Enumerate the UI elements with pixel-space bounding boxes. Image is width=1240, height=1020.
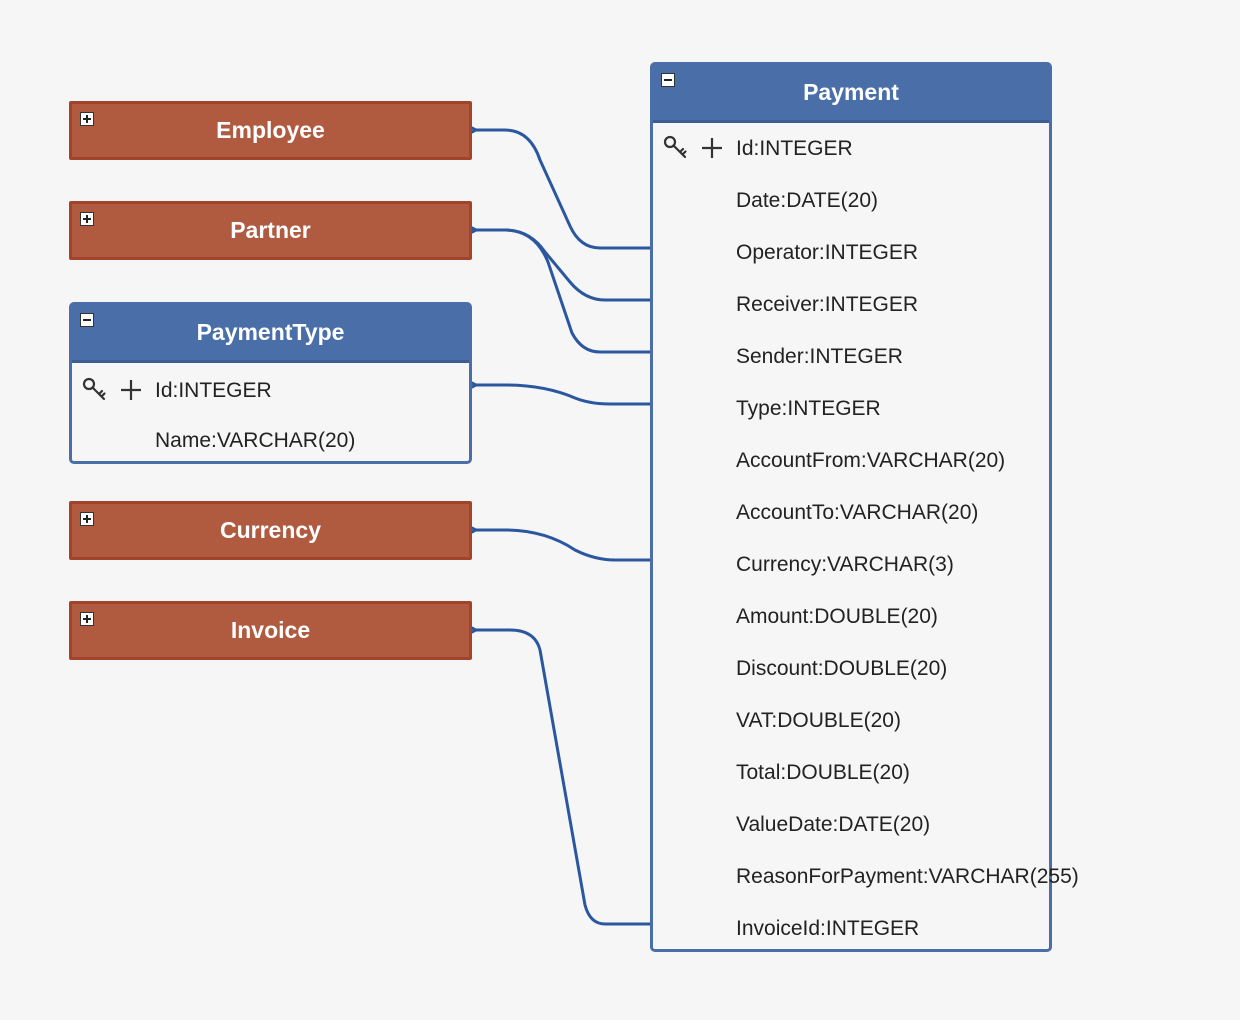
entity-title: Partner	[230, 217, 311, 243]
entity-paymenttype[interactable]: PaymentType Id:INTEGER Name:VARCHAR(20)	[69, 302, 472, 464]
key-icon	[82, 377, 106, 401]
entity-header[interactable]: Employee	[72, 104, 469, 157]
plus-icon[interactable]	[80, 212, 94, 226]
field-label: InvoiceId:INTEGER	[736, 917, 920, 940]
field-label: Name:VARCHAR(20)	[155, 429, 356, 452]
entity-currency[interactable]: Currency	[69, 501, 472, 560]
entity-payment[interactable]: Payment Id:INTEGER Date:DATE(20) Operator:…	[650, 62, 1079, 952]
minus-icon[interactable]	[80, 313, 94, 327]
entity-title: Payment	[803, 79, 899, 105]
field-label: Amount:DOUBLE(20)	[736, 605, 938, 628]
link-receiver-partner[interactable]	[476, 230, 652, 302]
field-label: Operator:INTEGER	[736, 241, 919, 264]
field-label: Currency:VARCHAR(3)	[736, 553, 954, 576]
field-label: ReasonForPayment:VARCHAR(255)	[736, 865, 1079, 888]
field-label: ValueDate:DATE(20)	[736, 813, 931, 836]
field-label: Sender:INTEGER	[736, 345, 903, 368]
entity-title: Invoice	[230, 617, 311, 643]
plus-icon[interactable]	[80, 512, 94, 526]
entity-title: PaymentType	[196, 319, 345, 345]
entity-invoice[interactable]: Invoice	[69, 601, 472, 660]
field-label: AccountTo:VARCHAR(20)	[736, 501, 979, 524]
field-label: Date:DATE(20)	[736, 189, 878, 212]
plus-icon[interactable]	[80, 112, 94, 126]
field-label: AccountFrom:VARCHAR(20)	[736, 449, 1006, 472]
link-invoiceid-invoice[interactable]	[476, 630, 652, 926]
field-label: Type:INTEGER	[736, 397, 881, 420]
entity-partner[interactable]: Partner	[69, 201, 472, 260]
field-label: Id:INTEGER	[155, 379, 272, 402]
entity-header[interactable]: Invoice	[72, 604, 469, 657]
link-operator-employee[interactable]	[476, 130, 652, 250]
primary-key-plus-icon	[702, 138, 722, 158]
entity-title: Employee	[216, 117, 325, 143]
entity-header[interactable]: Partner	[72, 204, 469, 257]
field-label: Discount:DOUBLE(20)	[736, 657, 948, 680]
entity-title: Currency	[220, 517, 321, 543]
entity-header[interactable]: Currency	[72, 504, 469, 557]
link-type-paymenttype[interactable]	[476, 385, 652, 406]
key-icon	[663, 135, 687, 159]
primary-key-plus-icon	[121, 380, 141, 400]
entity-header[interactable]: PaymentType	[72, 305, 469, 363]
entity-employee[interactable]: Employee	[69, 101, 472, 160]
link-sender-partner[interactable]	[476, 230, 652, 354]
link-currency-currency[interactable]	[476, 530, 652, 562]
field-label: VAT:DOUBLE(20)	[736, 709, 901, 732]
minus-icon[interactable]	[661, 73, 675, 87]
field-label: Total:DOUBLE(20)	[736, 761, 910, 784]
field-label: Receiver:INTEGER	[736, 293, 919, 316]
entity-header[interactable]: Payment	[653, 65, 1049, 123]
field-label: Id:INTEGER	[736, 137, 853, 160]
plus-icon[interactable]	[80, 612, 94, 626]
